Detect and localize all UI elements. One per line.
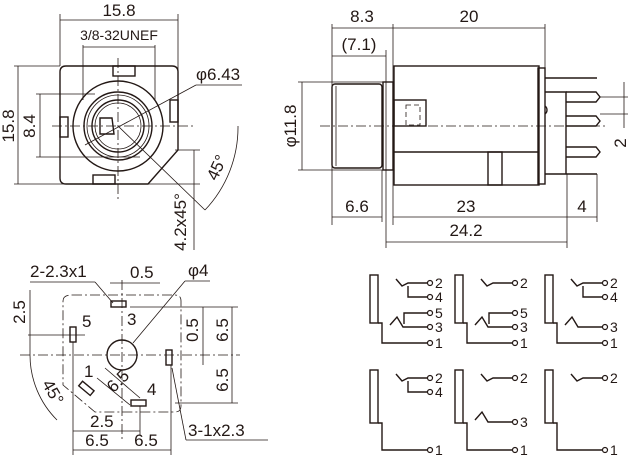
schematic-5: 2 3 1 (454, 369, 528, 458)
pin-1-slot (77, 380, 96, 397)
terminal-4 (426, 388, 434, 396)
front-view: 15.8 3/8-32UNEF 15.8 8.4 φ6.43 45° 4.2x4… (0, 1, 242, 251)
v-offset-right-dim: 0.5 (183, 318, 202, 342)
terminal-label-3: 3 (520, 414, 528, 430)
slot-spec-dim: 2-2.3x1 (30, 262, 87, 281)
terminal-label-4: 4 (610, 289, 618, 305)
terminal-label-3: 3 (435, 319, 443, 335)
terminal-label-4: 4 (435, 289, 443, 305)
terminal-label-2: 2 (435, 275, 443, 291)
terminal-5 (426, 309, 434, 317)
terminal-5 (511, 309, 519, 317)
pin-label-4: 4 (147, 380, 156, 399)
terminal-1 (601, 446, 609, 454)
terminal-2 (511, 279, 519, 287)
nut-length-dim: 6.6 (345, 197, 369, 216)
terminal-label-5: 5 (435, 305, 443, 321)
terminal-label-2: 2 (435, 370, 443, 386)
terminal-label-2: 2 (520, 370, 528, 386)
terminal-label-1: 1 (610, 335, 618, 351)
diameter-dim-side: φ11.8 (281, 105, 300, 148)
terminal-1 (426, 446, 434, 454)
pin-slot-right (165, 349, 173, 366)
slot-offset-dim: 0.5 (130, 263, 154, 282)
half-left-dim: 6.5 (85, 431, 109, 450)
half-lower-dim: 6.5 (213, 368, 232, 392)
pin-label-5: 5 (82, 312, 91, 331)
schematic-2: 2 531 (454, 274, 528, 351)
terminal-label-4: 4 (435, 384, 443, 400)
front-width-dim: 15.8 (102, 1, 135, 20)
terminal-label-3: 3 (610, 319, 618, 335)
inner-height-dim: 8.4 (20, 114, 39, 138)
terminal-label-2: 2 (610, 370, 618, 386)
thread-length-alt-dim: (7.1) (342, 35, 377, 54)
terminal-label-1: 1 (520, 335, 528, 351)
terminal-1 (426, 339, 434, 347)
half-right-dim: 6.5 (134, 431, 158, 450)
side-view: 8.3 20 (7.1) φ11.8 6.6 23 4 24.2 2 (281, 7, 630, 248)
thread-spec: 3/8-32UNEF (80, 27, 158, 43)
pin-spec-dim: 3-1x2.3 (188, 421, 245, 440)
h-offset-dim: 2.5 (90, 412, 114, 431)
pin-5-slot (69, 326, 77, 343)
body-length-dim: 20 (460, 7, 479, 26)
terminal-2 (601, 279, 609, 287)
terminal-1 (511, 446, 519, 454)
terminal-label-1: 1 (435, 335, 443, 351)
terminal-label-2: 2 (610, 275, 618, 291)
terminal-2 (601, 374, 609, 382)
terminal-2 (511, 374, 519, 382)
terminal-label-5: 5 (520, 305, 528, 321)
schematic-3: 24 31 (544, 274, 618, 351)
terminal-label-3: 3 (520, 319, 528, 335)
bottom-angle-dim: 45° (38, 376, 67, 408)
chamfer-dim: 4.2x45° (171, 193, 190, 251)
pin-length-dim: 4 (577, 197, 586, 216)
overall-length-dim: 24.2 (449, 221, 482, 240)
pin-label-3: 3 (127, 310, 136, 329)
diameter-dim: φ6.43 (196, 65, 240, 84)
terminal-4 (601, 293, 609, 301)
terminal-3 (511, 323, 519, 331)
v-offset-dim: 2.5 (10, 300, 29, 324)
terminal-1 (601, 339, 609, 347)
thread-length-dim: 8.3 (350, 7, 374, 26)
terminal-label-1: 1 (435, 442, 443, 458)
terminal-3 (601, 323, 609, 331)
terminal-label-1: 1 (610, 442, 618, 458)
pin-pitch-dim: 2 (611, 138, 630, 147)
terminal-3 (426, 323, 434, 331)
terminal-label-1: 1 (520, 442, 528, 458)
terminal-2 (426, 279, 434, 287)
pin-3-slot (110, 300, 127, 308)
terminal-3 (511, 418, 519, 426)
terminal-4 (426, 293, 434, 301)
bottom-view: 5 3 4 1 2-2.3x1 0.5 φ4 2.5 0.5 6.5 6.5 6… (10, 261, 268, 455)
pin-label-1: 1 (84, 362, 93, 381)
hole-dim: φ4 (188, 261, 208, 280)
terminal-label-2: 2 (520, 275, 528, 291)
body-to-pin-dim: 23 (457, 197, 476, 216)
front-height-dim: 15.8 (0, 109, 18, 142)
half-upper-dim: 6.5 (213, 318, 232, 342)
schematic-4: 24 1 (369, 369, 443, 458)
terminal-2 (426, 374, 434, 382)
schematic-6: 21 (544, 369, 618, 458)
terminal-1 (511, 339, 519, 347)
pin-4-slot (130, 399, 147, 407)
